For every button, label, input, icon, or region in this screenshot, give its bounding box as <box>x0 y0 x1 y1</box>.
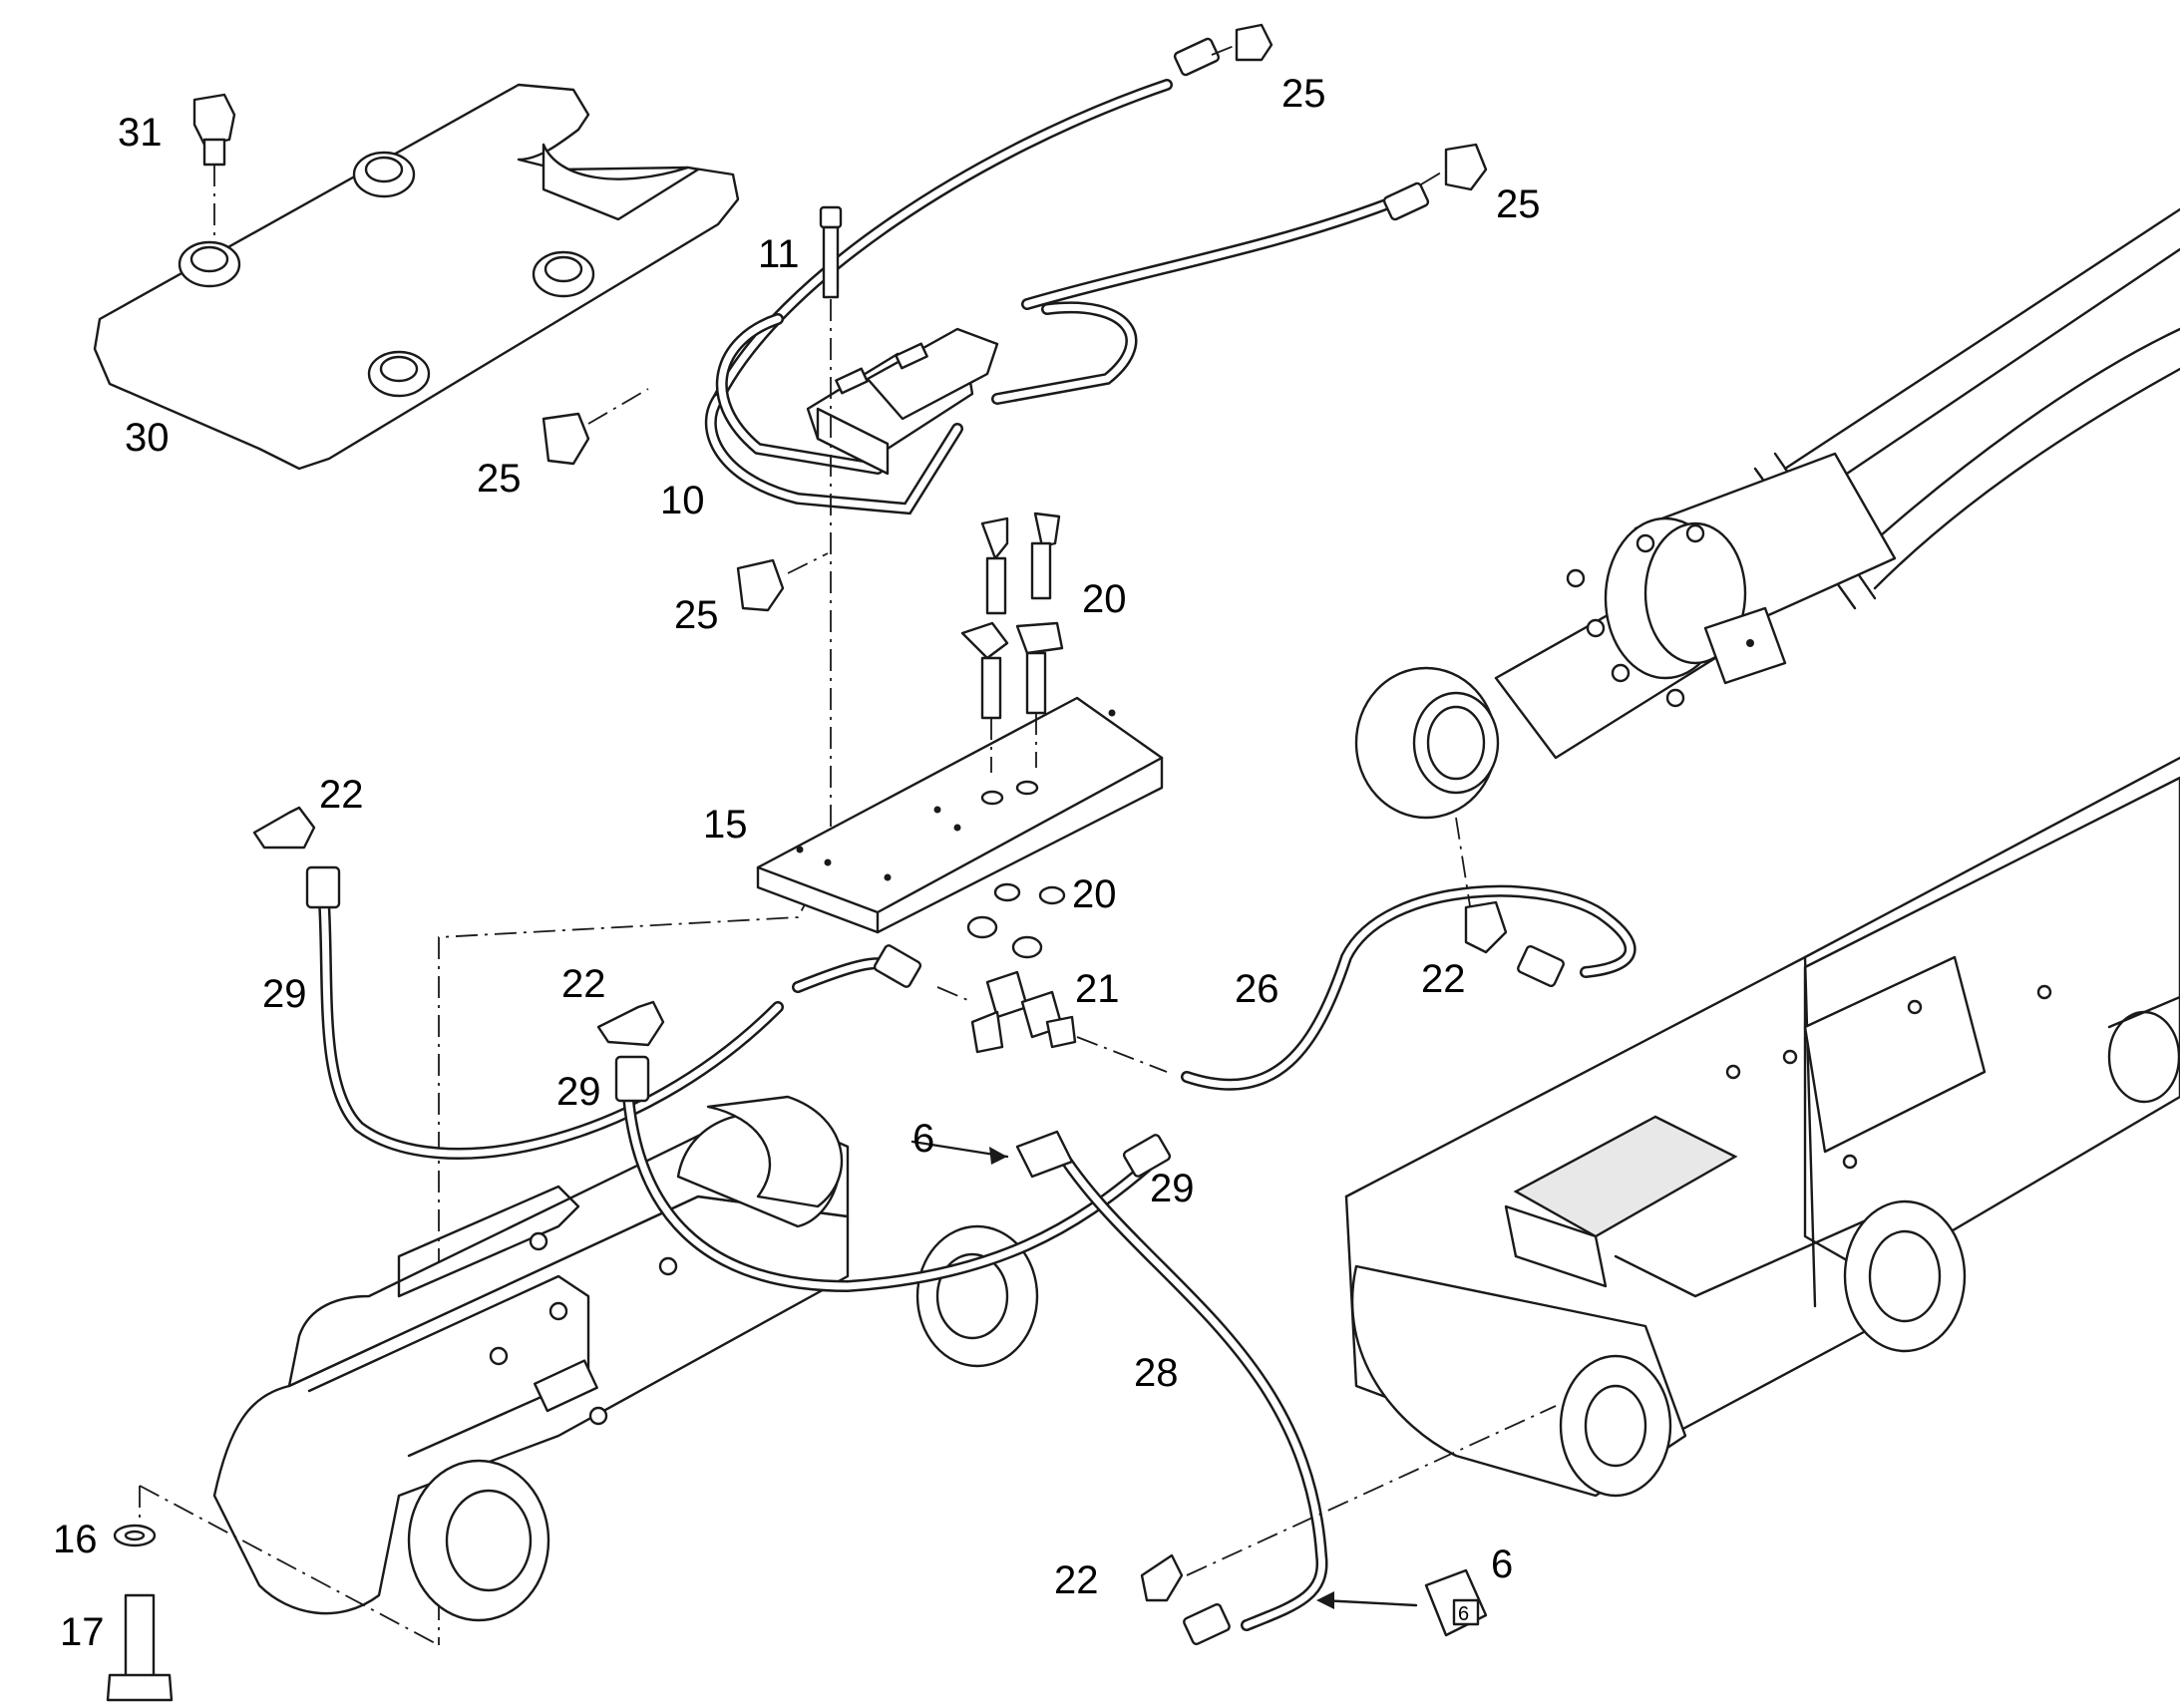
callout-30: 30 <box>125 416 170 460</box>
mounting-plate-15 <box>756 696 1164 934</box>
fitting-25-left <box>542 388 649 466</box>
callout-10: 10 <box>660 479 705 522</box>
bolt-31 <box>192 93 236 239</box>
callout-22: 22 <box>319 773 364 817</box>
boom-arm <box>1344 207 2180 1498</box>
callout-20: 20 <box>1082 577 1127 621</box>
leader-arrow-6b <box>1319 1598 1418 1607</box>
marking-label: 6 <box>1458 1603 1469 1625</box>
callout-21: 21 <box>1075 967 1120 1011</box>
hydraulic-cylinder <box>1354 452 1897 820</box>
elbow-fittings-20 <box>960 512 1064 773</box>
hose-29-center <box>614 1055 1172 1293</box>
callout-22: 22 <box>1054 1558 1099 1602</box>
callout-11: 11 <box>758 232 800 276</box>
callout-29: 29 <box>262 972 307 1016</box>
elbow-fitting-22-c <box>1464 900 1508 954</box>
valve-block-10 <box>704 79 1392 515</box>
elbow-fitting-22-d <box>1140 1405 1557 1602</box>
callout-28: 28 <box>1134 1351 1179 1395</box>
hose-26 <box>1181 817 1636 1091</box>
fitting-25-bottom <box>736 552 829 612</box>
bolt-17 <box>106 1485 440 1702</box>
callout-17: 17 <box>60 1610 105 1654</box>
washer-16 <box>113 1524 157 1547</box>
arrowhead-6b <box>1316 1591 1334 1609</box>
callout-31: 31 <box>118 111 163 155</box>
callout-26: 26 <box>1235 967 1279 1011</box>
callout-29: 29 <box>556 1070 601 1114</box>
callout-22: 22 <box>561 962 606 1006</box>
callout-6: 6 <box>912 1117 934 1161</box>
callout-6: 6 <box>1491 1542 1513 1586</box>
fitting-25-top <box>1173 23 1273 77</box>
marking-sleeve-6-on-hose <box>1015 1130 1074 1179</box>
hose-28 <box>1051 1141 1328 1646</box>
bucket-link <box>212 1095 1039 1622</box>
callout-29: 29 <box>1150 1167 1195 1210</box>
callout-25: 25 <box>1281 72 1326 116</box>
cover-plate-30 <box>93 83 740 471</box>
fitting-25-right <box>1382 143 1488 221</box>
arrowhead-6a <box>989 1147 1007 1165</box>
callout-25: 25 <box>1496 182 1541 226</box>
callout-15: 15 <box>703 803 748 847</box>
elbow-fitting-22-b <box>596 1000 665 1047</box>
callout-22: 22 <box>1421 957 1466 1001</box>
elbow-fitting-22-a <box>252 806 316 850</box>
callout-16: 16 <box>53 1518 98 1561</box>
callout-25: 25 <box>674 593 719 637</box>
lower-fittings-20-21 <box>936 882 1168 1073</box>
hose-29-left <box>305 865 922 1160</box>
marking-sleeve-6: 6 <box>1424 1568 1488 1637</box>
callout-20: 20 <box>1072 872 1117 916</box>
callout-25: 25 <box>477 457 522 501</box>
